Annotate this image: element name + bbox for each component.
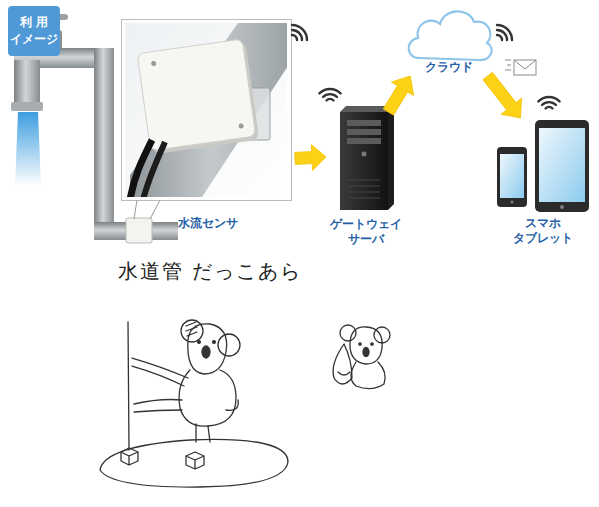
sensor-label: 水流センサ [148, 216, 268, 231]
inset-frame [122, 20, 292, 201]
koala-nose [202, 346, 210, 358]
koala-arm [338, 372, 350, 375]
screw [238, 123, 244, 129]
sketch-nut [186, 452, 204, 469]
flow-connector [483, 72, 522, 118]
drive-bay [347, 138, 381, 144]
device-label: スマホ タブレット [508, 216, 578, 246]
flow-arrow [383, 76, 413, 115]
sensor-node: 水流センサ [120, 18, 295, 232]
koala-ear [181, 320, 203, 342]
sensor-box [137, 39, 259, 155]
cloud-node: クラウド [403, 2, 495, 76]
power-button [362, 152, 367, 157]
phone-screen [500, 154, 524, 198]
koala-eye [359, 343, 361, 345]
tower-top [340, 106, 394, 112]
callout-line [134, 200, 160, 219]
sensor-photo [130, 23, 287, 197]
wifi-icon [292, 25, 307, 40]
gateway-server-node: ゲートウェイ サーバ [326, 112, 406, 247]
sensor-on-pipe [126, 218, 152, 243]
sensor-cable [143, 142, 165, 197]
water-drop [333, 344, 352, 384]
sketch-title: 水道管 だっこあら [118, 258, 302, 285]
drive-bay [347, 129, 381, 135]
image-badge: 利 用 イメージ [8, 6, 60, 56]
koala-ear [340, 325, 356, 341]
mobile-devices [497, 120, 589, 212]
device-node: スマホ タブレット [492, 118, 594, 246]
screw [151, 61, 157, 67]
flow-connector [383, 76, 413, 115]
drive-bay [347, 120, 381, 126]
tower-front [340, 112, 388, 210]
koala-eye [371, 343, 373, 345]
home-button [560, 205, 564, 209]
flow-arrow [483, 72, 522, 118]
cloud-label: クラウド [409, 60, 489, 75]
koala-foot [196, 424, 210, 442]
mail-icon [505, 60, 536, 75]
koala-arm [132, 358, 188, 386]
wifi-icon [319, 89, 340, 100]
wifi-icon [497, 25, 512, 40]
tablet [535, 120, 589, 212]
envelope-lines [505, 60, 536, 70]
water-flow [15, 112, 41, 186]
smartphone [497, 147, 527, 207]
koala-tail [226, 400, 238, 410]
water-pipe [94, 48, 114, 234]
sensor-photo-inset [122, 20, 293, 220]
server-label: ゲートウェイ サーバ [327, 217, 405, 247]
flow-connector [295, 145, 326, 171]
koala-ear [218, 334, 240, 356]
sketch-pipe [128, 322, 129, 450]
flow-arrow [295, 145, 326, 171]
server-tower [340, 106, 394, 210]
koala-leg [134, 400, 182, 413]
tablet-screen [539, 128, 585, 202]
faucet-spout [14, 60, 40, 106]
sketch-base [100, 439, 288, 487]
cloud-shape [409, 11, 492, 60]
faucet-spout-tip [11, 102, 43, 111]
home-button [510, 200, 513, 203]
koala-nose [363, 348, 369, 357]
badge-label: 利 用 イメージ [9, 14, 59, 48]
koala-head [350, 327, 382, 364]
koala-body [351, 362, 385, 389]
koala-eye [213, 341, 216, 344]
wifi-icon [538, 97, 559, 108]
koala-sketch [100, 320, 390, 487]
photo-pipe [130, 23, 287, 197]
sensor-case [137, 39, 256, 151]
koala-eye [198, 341, 201, 344]
koala-head [188, 324, 227, 374]
tower-vent [348, 180, 380, 198]
sketch-nut [121, 448, 138, 465]
tower-side [388, 106, 394, 210]
